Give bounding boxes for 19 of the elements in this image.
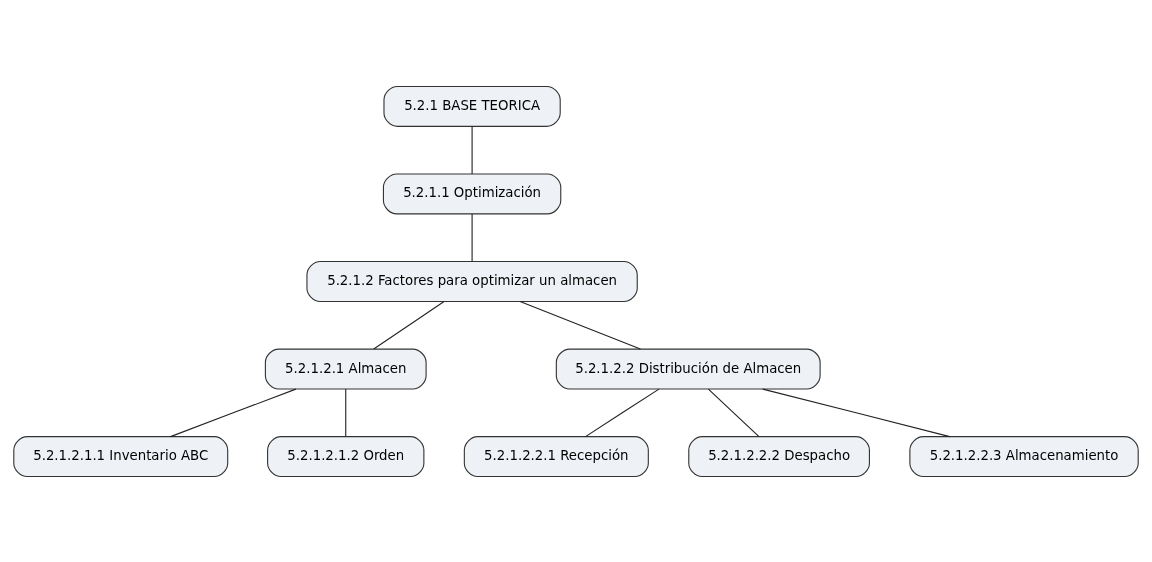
connector bbox=[584, 388, 660, 437]
connector bbox=[762, 388, 951, 437]
connector bbox=[345, 388, 347, 437]
node-box: 5.2.1.1 Optimización bbox=[382, 172, 562, 214]
node-box: 5.2.1.2.1.1 Inventario ABC bbox=[13, 435, 229, 477]
node-box: 5.2.1.2.1 Almacen bbox=[264, 348, 427, 390]
node-box: 5.2.1.2 Factores para optimizar un almacen bbox=[306, 260, 638, 302]
connector bbox=[471, 212, 473, 262]
node-box: 5.2.1 BASE TEORICA bbox=[383, 85, 561, 127]
connector bbox=[707, 388, 760, 437]
connector bbox=[519, 300, 641, 350]
connector bbox=[373, 300, 445, 350]
connector bbox=[170, 388, 297, 437]
node-box: 5.2.1.2.2.1 Recepción bbox=[463, 435, 649, 477]
node-box: 5.2.1.2.2.3 Almacenamiento bbox=[909, 435, 1139, 477]
node-box: 5.2.1.2.1.2 Orden bbox=[267, 435, 425, 477]
node-box: 5.2.1.2.2 Distribución de Almacen bbox=[555, 348, 821, 390]
connector bbox=[471, 125, 473, 174]
node-box: 5.2.1.2.2.2 Despacho bbox=[688, 435, 870, 477]
